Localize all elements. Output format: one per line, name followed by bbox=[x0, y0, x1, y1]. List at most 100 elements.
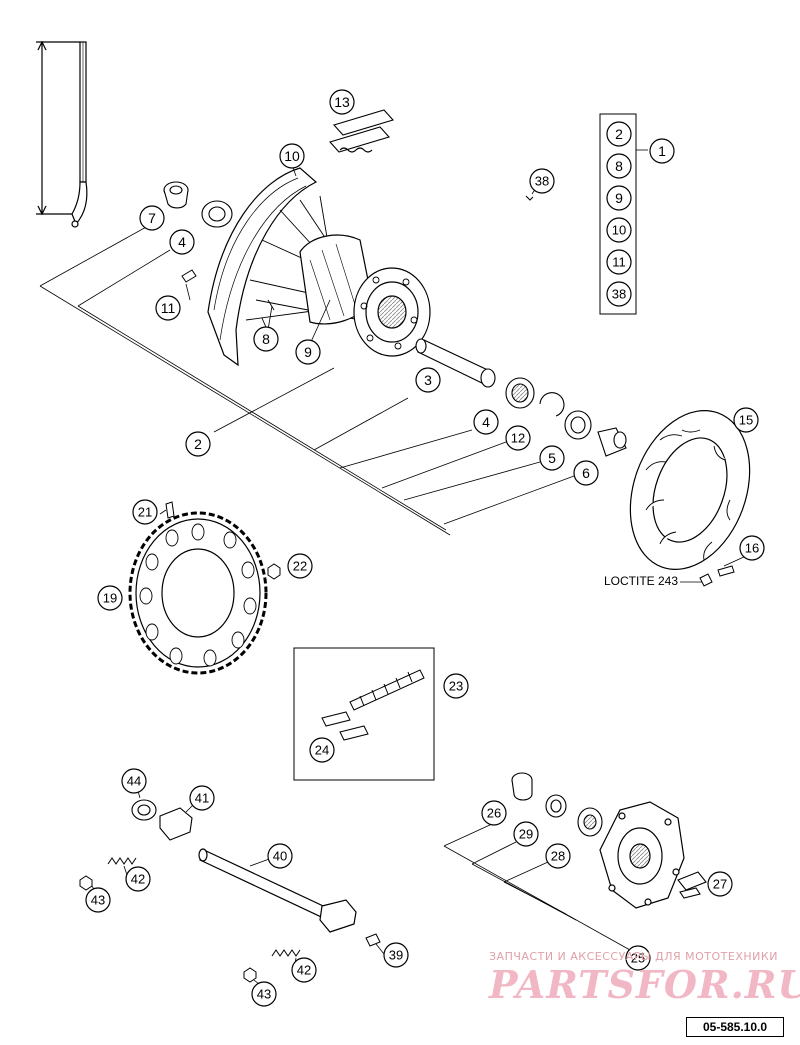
damper-rubber-27 bbox=[677, 871, 707, 899]
callout-label: 29 bbox=[519, 827, 533, 842]
callout-label: 4 bbox=[482, 414, 490, 430]
kit-part-9: 9 bbox=[606, 185, 632, 211]
callout-c44: 44 bbox=[121, 768, 147, 794]
kit-part-circle bbox=[606, 281, 632, 307]
callout-label: 22 bbox=[293, 559, 307, 574]
callout-label: 6 bbox=[582, 465, 590, 481]
callout-c5: 5 bbox=[539, 445, 565, 471]
callout-c28: 28 bbox=[545, 843, 571, 869]
callout-c42b: 42 bbox=[291, 957, 317, 983]
callout-label: 8 bbox=[262, 331, 270, 347]
kit-part-11: 11 bbox=[606, 249, 632, 275]
bearing-28 bbox=[577, 807, 603, 837]
kit-part-label: 2 bbox=[615, 126, 623, 142]
callout-c23: 23 bbox=[443, 673, 469, 699]
leader-lines bbox=[39, 149, 747, 989]
callout-c38: 38 bbox=[529, 168, 555, 194]
kit-part-circle bbox=[606, 121, 632, 147]
watermark-caption: ЗАПЧАСТИ И АКСЕССУАРЫ ДЛЯ МОТОТЕХНИКИ bbox=[489, 950, 778, 963]
nut-43-top bbox=[79, 875, 93, 891]
bushing-26 bbox=[511, 772, 533, 801]
callout-label: 27 bbox=[713, 877, 727, 892]
callout-label: 41 bbox=[195, 791, 209, 806]
callout-c43b: 43 bbox=[251, 981, 277, 1007]
chain-detail-frame bbox=[293, 647, 435, 781]
callout-label: 25 bbox=[631, 951, 645, 966]
callout-c22: 22 bbox=[287, 553, 313, 579]
callout-label: 16 bbox=[745, 541, 759, 556]
bearing-4-right bbox=[505, 377, 535, 409]
callout-c9: 9 bbox=[295, 339, 321, 365]
callout-label: 40 bbox=[273, 849, 287, 864]
kit-part-circle bbox=[606, 185, 632, 211]
callout-label: 43 bbox=[257, 987, 271, 1002]
callout-label: 21 bbox=[138, 505, 152, 520]
callout-label: 3 bbox=[424, 372, 432, 388]
bearing-29 bbox=[545, 794, 567, 818]
callout-label: 39 bbox=[389, 948, 403, 963]
callout-label: 15 bbox=[739, 413, 753, 428]
spacer-39 bbox=[365, 933, 381, 947]
callout-label: 13 bbox=[334, 94, 350, 110]
callout-c25: 25 bbox=[625, 945, 651, 971]
sprocket-nut-22 bbox=[267, 563, 281, 580]
callout-label: 42 bbox=[131, 872, 145, 887]
callout-c40: 40 bbox=[267, 843, 293, 869]
diagram-code: 05-585.10.0 bbox=[686, 1017, 784, 1037]
sprocket-carrier-25 bbox=[599, 801, 685, 909]
callout-c41: 41 bbox=[189, 785, 215, 811]
bearing-4-top bbox=[201, 200, 233, 228]
callout-c26: 26 bbox=[481, 800, 507, 826]
kit-part-label: 11 bbox=[612, 255, 626, 270]
chain-23 bbox=[349, 669, 425, 711]
callout-c21: 21 bbox=[132, 499, 158, 525]
kit-part-38: 38 bbox=[606, 281, 632, 307]
callout-c29: 29 bbox=[513, 821, 539, 847]
callout-c43a: 43 bbox=[85, 887, 111, 913]
kit-part-circle bbox=[606, 153, 632, 179]
callout-label: 9 bbox=[304, 344, 312, 360]
axle-40 bbox=[198, 848, 357, 933]
callout-c27: 27 bbox=[707, 871, 733, 897]
nut-44 bbox=[131, 799, 157, 821]
callout-label: 4 bbox=[178, 234, 186, 250]
callout-label: 5 bbox=[548, 450, 556, 466]
callout-c11a: 11 bbox=[155, 295, 181, 321]
callout-label: 12 bbox=[511, 431, 525, 446]
kit-parts-list: 2 8 9 10 11 38 bbox=[606, 121, 632, 307]
sprocket-19 bbox=[128, 511, 268, 675]
kit-part-8: 8 bbox=[606, 153, 632, 179]
sprocket-bolt-21 bbox=[165, 501, 175, 519]
seal-5 bbox=[564, 410, 592, 440]
spacer-bushing-7 bbox=[163, 181, 189, 209]
callout-label: 10 bbox=[284, 148, 300, 164]
spring-42-top bbox=[107, 857, 137, 865]
callout-c6: 6 bbox=[573, 460, 599, 486]
callout-c7: 7 bbox=[139, 205, 165, 231]
callout-c8: 8 bbox=[253, 326, 279, 352]
callout-label: 44 bbox=[127, 774, 141, 789]
callout-label: 38 bbox=[535, 174, 549, 189]
callout-label: 28 bbox=[551, 849, 565, 864]
callout-c4b: 4 bbox=[473, 409, 499, 435]
callout-label: 2 bbox=[194, 436, 202, 452]
callout-label: 7 bbox=[148, 210, 156, 226]
rear-wheel-assembly bbox=[207, 167, 431, 367]
rim-tape bbox=[329, 109, 394, 153]
axle-spacer-3 bbox=[415, 338, 496, 388]
callout-c19: 19 bbox=[97, 585, 123, 611]
callout-c2: 2 bbox=[185, 431, 211, 457]
callout-label: 23 bbox=[449, 679, 463, 694]
callout-label: 42 bbox=[297, 963, 311, 978]
valve-stem-11 bbox=[181, 269, 197, 283]
callout-label: 43 bbox=[91, 893, 105, 908]
spring-42-bottom bbox=[271, 949, 301, 957]
kit-part-label: 38 bbox=[612, 287, 626, 302]
callout-c42a: 42 bbox=[125, 866, 151, 892]
callout-c10: 10 bbox=[279, 143, 305, 169]
callout-c4a: 4 bbox=[169, 229, 195, 255]
callout-c16: 16 bbox=[739, 535, 765, 561]
disc-bolt-16 bbox=[699, 565, 735, 587]
loctite-label: LOCTITE 243 bbox=[604, 574, 678, 588]
kit-part-10: 10 bbox=[606, 217, 632, 243]
